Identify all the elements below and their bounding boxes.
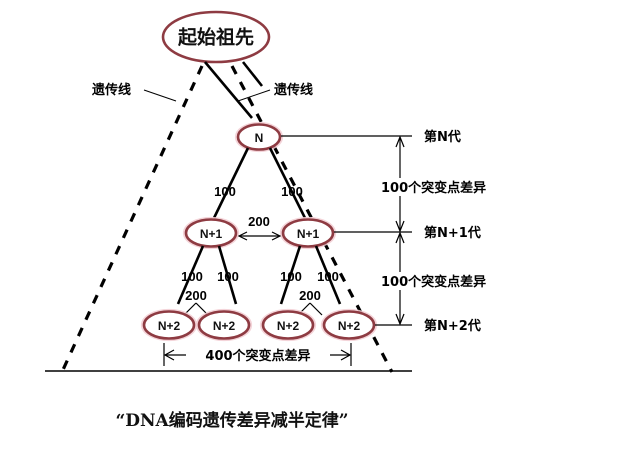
branch-n1b-to-n2c (279, 245, 302, 305)
node-gen-n2-4-label: N+2 (338, 319, 361, 333)
branch-n-to-n1-left (212, 147, 250, 219)
gen-side-label-n2: 第N+2代 (424, 318, 481, 334)
lineage-label-right-group: 遗传线 (237, 82, 313, 102)
distance-value-n1-pair: 200 (248, 214, 270, 229)
node-gen-n2-1[interactable]: N+2 (140, 308, 198, 342)
distance-arrow-n2-pair-right: 200 (297, 288, 323, 316)
gap-label-n-to-n1: 100个突变点差异 (381, 180, 486, 196)
node-gen-n2-1-label: N+2 (158, 319, 181, 333)
branch-value-n1b-to-n2d: 100 (317, 269, 339, 284)
distance-arrow-n1-pair: 200 (237, 214, 282, 241)
node-gen-n1-left[interactable]: N+1 (182, 216, 240, 250)
node-gen-n2-2[interactable]: N+2 (195, 308, 253, 342)
gen-side-label-n1: 第N+1代 (424, 225, 481, 241)
distance-value-n2-pair-left: 200 (185, 288, 207, 303)
lineage-dashed-left (60, 65, 204, 373)
node-gen-n2-3-label: N+2 (277, 319, 300, 333)
branch-n1a-to-n2b (217, 245, 238, 305)
lineage-label-left-group: 遗传线 (91, 82, 177, 102)
node-gen-n1-right[interactable]: N+1 (279, 216, 337, 250)
lineage-label-left: 遗传线 (91, 82, 131, 98)
branch-value-n1b-to-n2c: 100 (280, 269, 302, 284)
branch-n1b-to-n2d (314, 245, 342, 305)
branch-value-n1a-to-n2b: 100 (217, 269, 239, 284)
generation-axis: 100个突变点差异 100个突变点差异 第N代 第N+1代 第N+2代 (281, 129, 504, 334)
gap-label-n1-to-n2: 100个突变点差异 (381, 274, 486, 290)
node-gen-n1-left-label: N+1 (200, 227, 223, 241)
node-gen-n2-3[interactable]: N+2 (259, 308, 317, 342)
branch-root-to-n-left (204, 61, 253, 119)
node-gen-n-label: N (255, 131, 264, 145)
branch-value-n-to-n1-left: 100 (214, 184, 236, 199)
node-gen-n2-4[interactable]: N+2 (320, 308, 378, 342)
branch-n1a-to-n2a (176, 245, 205, 305)
distance-arrow-n2-pair-left: 200 (183, 288, 209, 316)
distance-value-n2-pair-right: 200 (299, 288, 321, 303)
gen-side-label-n: 第N代 (424, 129, 461, 145)
node-gen-n2-2-label: N+2 (213, 319, 236, 333)
node-gen-n[interactable]: N (234, 121, 284, 153)
branch-value-n1a-to-n2a: 100 (181, 269, 203, 284)
branch-value-n-to-n1-right: 100 (281, 184, 303, 199)
diagram-caption: “DNA编码遗传差异减半定律” (115, 410, 348, 431)
root-node[interactable]: 起始祖先 (161, 10, 271, 64)
branch-root-to-n-right (241, 61, 264, 87)
span-measure-label: 400个突变点差异 (205, 348, 310, 364)
lineage-dashed-right (230, 65, 394, 373)
branch-n-to-n1-right (268, 147, 307, 219)
lineage-label-right: 遗传线 (273, 82, 313, 98)
span-measure-n2-outer: 400个突变点差异 (163, 343, 352, 366)
node-gen-n1-right-label: N+1 (297, 227, 320, 241)
root-node-label: 起始祖先 (177, 26, 254, 49)
